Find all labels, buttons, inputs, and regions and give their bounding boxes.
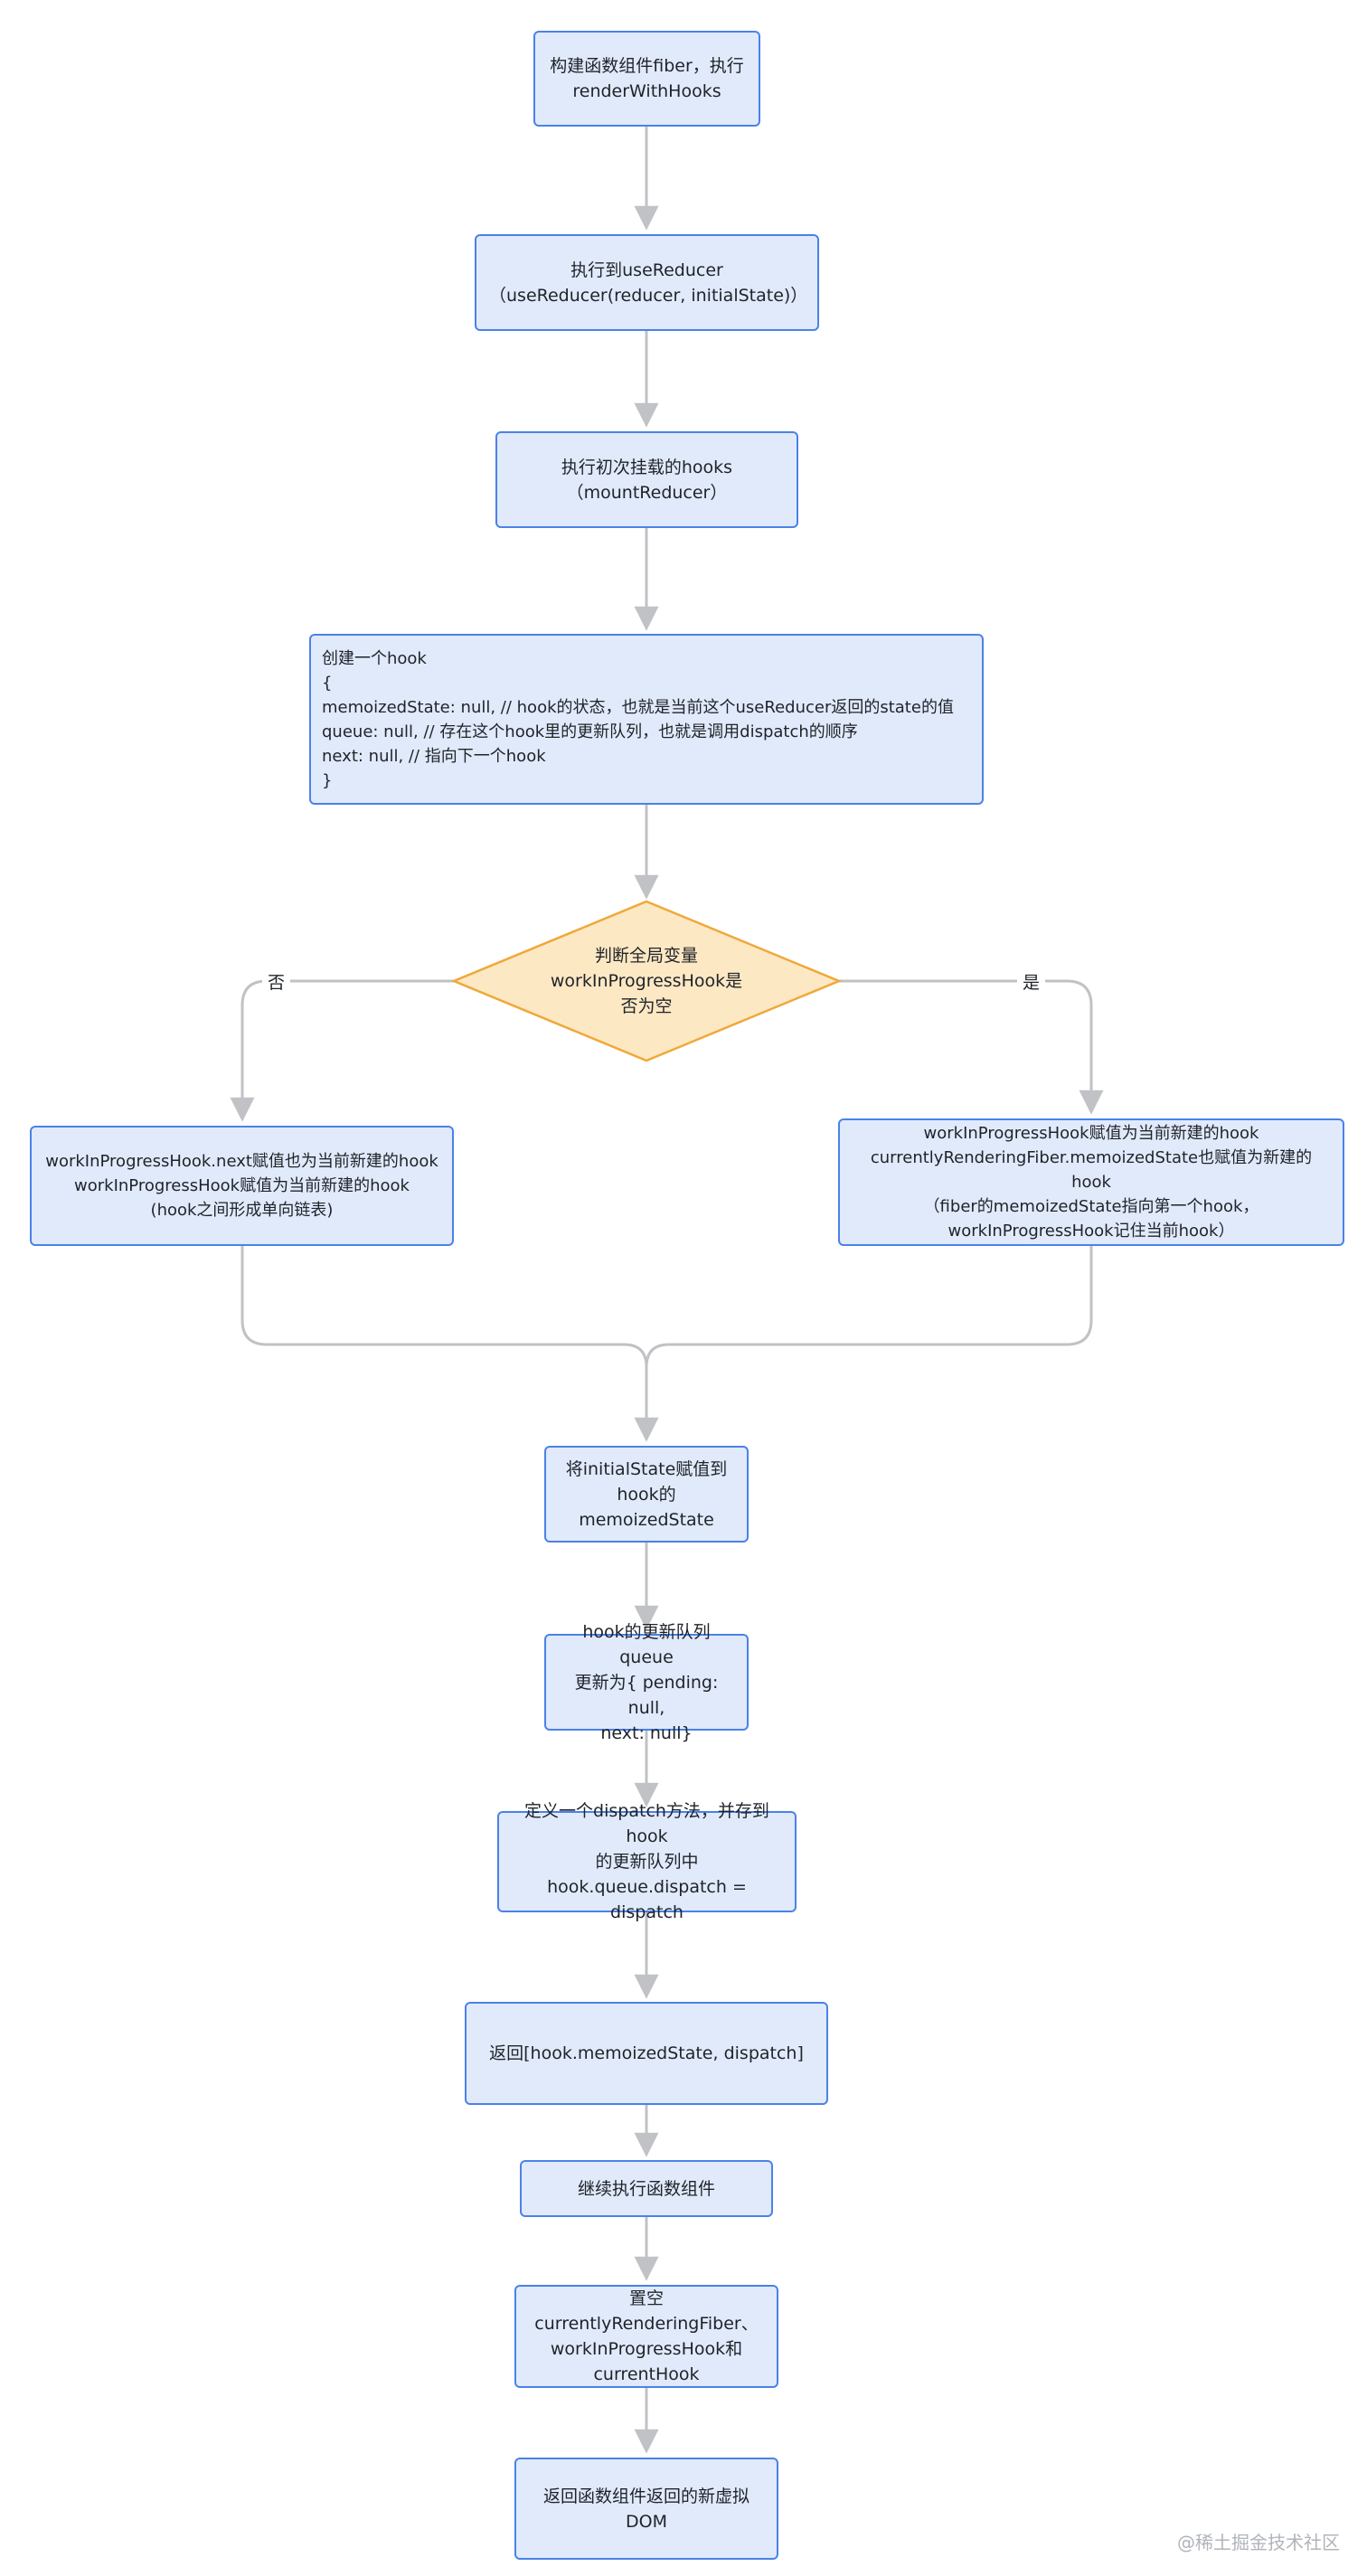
node-assign-initial: 将initialState赋值到 hook的memoizedState (544, 1446, 749, 1543)
node-update-queue-text: hook的更新队列queue 更新为{ pending: null, next:… (574, 1621, 719, 1743)
node-continue-exec-text: 继续执行函数组件 (577, 2178, 715, 2199)
edge-yes-to-merge (645, 1246, 1093, 1368)
decision-text-content: 判断全局变量 workInProgressHook是 否为空 (550, 946, 743, 1016)
node-build-fiber: 构建函数组件fiber，执行 renderWithHooks (533, 31, 760, 127)
node-create-hook: 创建一个hook { memoizedState: null, // hook的… (309, 634, 984, 805)
edge-check-to-no (230, 979, 454, 1122)
node-branch-no: workInProgressHook.next赋值也为当前新建的hook wor… (30, 1126, 454, 1246)
node-define-dispatch-text: 定义一个dispatch方法，并存到hook 的更新队列中 hook.queue… (524, 1801, 769, 1922)
decision-diamond (450, 900, 843, 1062)
node-return-dom: 返回函数组件返回的新虚拟DOM (514, 2458, 778, 2560)
edge-label-yes: 是 (1017, 969, 1046, 994)
node-return-tuple-text: 返回[hook.memoizedState, dispatch] (489, 2043, 804, 2063)
edge-label-no: 否 (262, 969, 291, 994)
decision-text: 判断全局变量 workInProgressHook是 否为空 (506, 931, 787, 1031)
node-reset-globals: 置空currentlyRenderingFiber、 workInProgres… (514, 2285, 778, 2388)
watermark: @稀土掘金技术社区 (1177, 2532, 1340, 2553)
node-branch-yes-text: workInProgressHook赋值为当前新建的hook currently… (870, 1124, 1313, 1241)
edge-no-to-merge (240, 1246, 648, 1368)
node-mount-hooks: 执行初次挂载的hooks （mountReducer） (495, 431, 798, 528)
node-exec-use-reducer-text: 执行到useReducer （useReducer(reducer, initi… (489, 259, 808, 306)
edge-check-to-yes (839, 979, 1104, 1115)
node-return-dom-text: 返回函数组件返回的新虚拟DOM (542, 2486, 749, 2532)
node-assign-initial-text: 将initialState赋值到 hook的memoizedState (565, 1458, 728, 1530)
node-mount-hooks-text: 执行初次挂载的hooks （mountReducer） (561, 457, 733, 503)
node-reset-globals-text: 置空currentlyRenderingFiber、 workInProgres… (534, 2288, 759, 2384)
node-return-tuple: 返回[hook.memoizedState, dispatch] (465, 2002, 828, 2105)
node-branch-no-text: workInProgressHook.next赋值也为当前新建的hook wor… (45, 1152, 438, 1220)
node-define-dispatch: 定义一个dispatch方法，并存到hook 的更新队列中 hook.queue… (497, 1801, 797, 1922)
node-update-queue: hook的更新队列queue 更新为{ pending: null, next:… (544, 1622, 749, 1743)
node-continue-exec: 继续执行函数组件 (520, 2160, 773, 2217)
node-exec-use-reducer: 执行到useReducer （useReducer(reducer, initi… (475, 234, 819, 331)
node-branch-yes: workInProgressHook赋值为当前新建的hook currently… (838, 1118, 1344, 1246)
node-build-fiber-text: 构建函数组件fiber，执行 renderWithHooks (550, 56, 744, 101)
node-create-hook-text: 创建一个hook { memoizedState: null, // hook的… (322, 648, 954, 790)
